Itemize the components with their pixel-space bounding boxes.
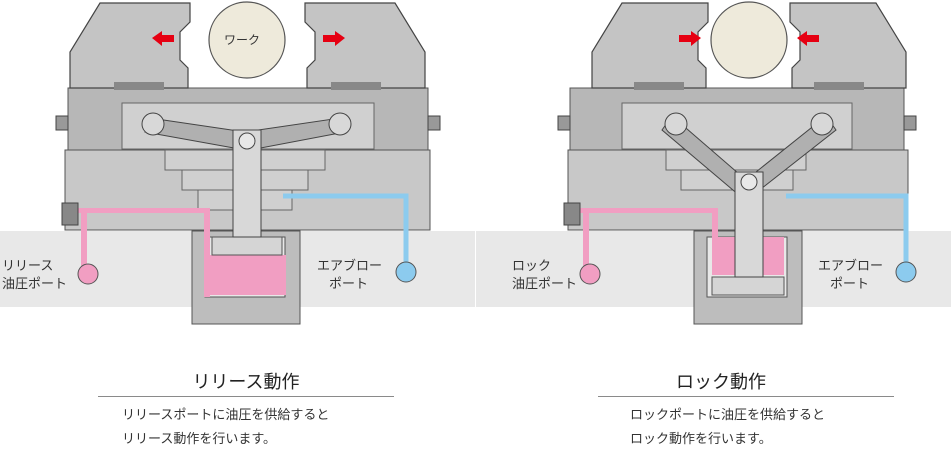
air-port-label: エアブロー ポート: [317, 258, 382, 294]
lock-description: ロックポートに油圧を供給すると ロック動作を行います。: [630, 404, 825, 452]
air-passage: [786, 193, 909, 268]
left-jaw: [591, 2, 709, 89]
port-circle-icon: [395, 261, 417, 283]
arrow-inward-icon: [797, 31, 819, 46]
release-description-line1: リリースポートに油圧を供給すると: [122, 408, 330, 423]
port-fitting: [563, 202, 581, 226]
piston: [711, 276, 785, 296]
left-jaw: [69, 2, 191, 89]
oil-port-label-line2: 油圧ポート: [512, 277, 578, 292]
oil-passage: [580, 208, 718, 237]
port-fitting: [61, 202, 79, 226]
arrow-inward-icon: [679, 31, 701, 46]
workpiece: [710, 1, 788, 79]
release-description-line2: リリース動作を行います。: [122, 432, 277, 447]
left-link-pin-icon: [664, 112, 688, 136]
oil-chamber: [210, 255, 286, 295]
piston: [211, 236, 283, 256]
left-screw: [557, 115, 571, 131]
air-port-label-line1: エアブロー: [818, 259, 884, 274]
oil-port-label-line1: リリース: [2, 259, 54, 274]
left-jaw-slot: [114, 82, 164, 90]
right-link-pin-icon: [810, 112, 834, 136]
left-screw: [55, 115, 69, 131]
oil-port-label-line1: ロック: [512, 259, 552, 274]
right-link-pin-icon: [328, 112, 352, 136]
center-pin-icon: [740, 173, 758, 191]
right-jaw: [789, 2, 907, 89]
release-mechanism-diagram: [0, 1, 475, 325]
lock-divider: [598, 396, 894, 397]
oil-port-label: リリース 油圧ポート: [2, 258, 67, 294]
center-pin-icon: [238, 132, 256, 150]
release-description: リリースポートに油圧を供給すると リリース動作を行います。: [122, 404, 329, 452]
port-circle-icon: [895, 261, 917, 283]
air-passage: [283, 193, 409, 268]
lock-mechanism-diagram: [476, 1, 951, 325]
oil-port-label-line2: 油圧ポート: [2, 277, 68, 292]
port-circle-icon: [579, 263, 601, 285]
lock-title: ロック動作: [676, 372, 766, 393]
release-panel: リリース 油圧ポート エアブロー ポート ワーク リリース動作 リリースポートに…: [0, 0, 475, 456]
port-circle-icon: [77, 263, 99, 285]
left-link-pin-icon: [141, 112, 165, 136]
air-port-label-line1: エアブロー: [317, 259, 383, 274]
release-divider: [98, 396, 394, 397]
left-jaw-slot: [634, 82, 684, 90]
lock-description-line2: ロック動作を行います。: [630, 432, 772, 447]
release-title: リリース動作: [192, 372, 300, 393]
arrow-outward-icon: [152, 31, 174, 46]
right-jaw-slot: [814, 82, 864, 90]
workpiece: [208, 1, 286, 79]
lock-panel: ロック 油圧ポート エアブロー ポート ロック動作 ロックポートに油圧を供給する…: [476, 0, 951, 456]
oil-port-label: ロック 油圧ポート: [512, 258, 577, 294]
right-jaw: [304, 2, 426, 89]
arrow-outward-icon: [323, 31, 345, 46]
right-screw: [427, 115, 441, 131]
air-port-label-line2: ポート: [830, 277, 870, 292]
workpiece-label: ワーク: [224, 33, 261, 47]
right-screw: [903, 115, 917, 131]
lock-description-line1: ロックポートに油圧を供給すると: [630, 408, 826, 423]
right-jaw-slot: [331, 82, 381, 90]
air-port-label: エアブロー ポート: [818, 258, 883, 294]
air-port-label-line2: ポート: [329, 277, 369, 292]
